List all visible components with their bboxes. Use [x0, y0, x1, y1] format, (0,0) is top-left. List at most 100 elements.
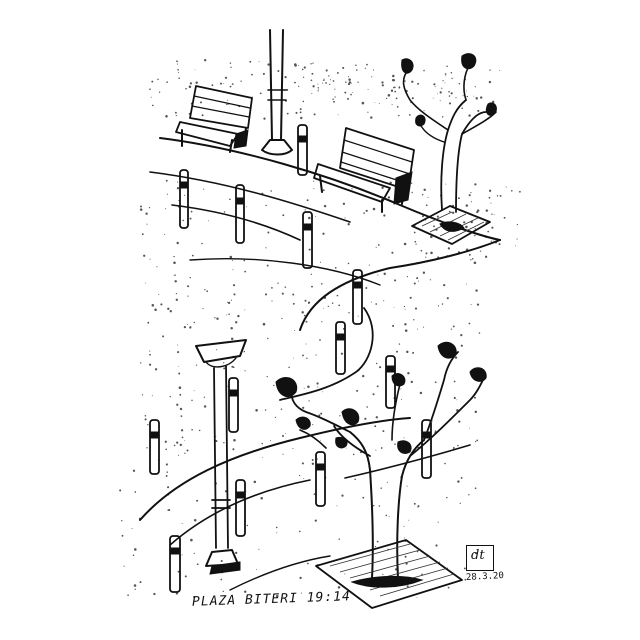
pavement-speck: [157, 78, 159, 81]
pavement-speck: [315, 354, 317, 356]
pavement-speck: [132, 554, 135, 556]
pavement-speck: [178, 372, 181, 375]
pavement-speck: [461, 107, 463, 109]
pavement-speck: [264, 293, 268, 296]
pavement-speck: [484, 255, 488, 258]
pavement-speck: [465, 283, 467, 285]
bench-top-center: [313, 127, 415, 213]
pavement-speck: [151, 104, 154, 107]
pavement-speck: [281, 317, 283, 320]
pavement-speck: [423, 110, 425, 112]
pavement-speck: [322, 79, 325, 81]
pavement-speck: [490, 202, 492, 204]
bollard: [352, 269, 363, 325]
pavement-speck: [308, 400, 310, 402]
pavement-speck: [435, 544, 438, 547]
pavement-speck: [404, 329, 408, 332]
pavement-speck: [478, 332, 481, 334]
pavement-speck: [230, 66, 232, 68]
pavement-speck: [286, 112, 289, 115]
pavement-speck: [448, 90, 450, 93]
pavement-speck: [144, 418, 147, 421]
pavement-speck: [160, 303, 163, 306]
pavement-speck: [165, 475, 168, 477]
pavement-speck: [260, 496, 263, 500]
pavement-speck: [223, 367, 226, 370]
pavement-speck: [446, 297, 449, 300]
pavement-speck: [244, 309, 246, 311]
pavement-speck: [344, 573, 346, 575]
bollard: [335, 321, 346, 375]
pavement-speck: [434, 430, 437, 432]
pavement-speck: [375, 416, 378, 419]
pavement-speck: [474, 183, 477, 186]
pavement-speck: [439, 100, 441, 102]
pavement-speck: [158, 91, 161, 93]
pavement-speck: [345, 81, 347, 83]
pavement-speck: [265, 204, 267, 207]
pavement-speck: [127, 594, 129, 596]
pavement-speck: [322, 82, 323, 84]
pavement-speck: [299, 576, 302, 580]
pavement-speck: [206, 290, 209, 293]
pavement-speck: [193, 390, 195, 392]
pavement-speck: [416, 597, 418, 598]
pavement-speck: [223, 211, 226, 213]
pavement-speck: [351, 188, 353, 190]
pavement-speck: [176, 241, 179, 245]
pavement-speck: [437, 305, 440, 307]
pavement-speck: [262, 322, 266, 326]
pavement-speck: [292, 293, 295, 296]
pavement-speck: [191, 254, 194, 257]
pavement-speck: [350, 93, 352, 96]
pavement-speck: [245, 206, 247, 208]
pavement-speck: [181, 554, 183, 556]
pavement-speck: [415, 243, 417, 245]
pavement-speck: [164, 440, 167, 443]
pavement-speck: [448, 102, 452, 105]
pavement-speck: [226, 103, 228, 106]
pavement-speck: [282, 214, 285, 217]
pavement-speck: [231, 365, 234, 368]
pavement-speck: [396, 106, 399, 108]
pavement-speck: [403, 242, 407, 246]
pavement-speck: [334, 267, 337, 269]
pavement-speck: [316, 382, 319, 385]
pavement-speck: [468, 494, 470, 496]
pavement-speck: [425, 256, 427, 258]
pavement-speck: [404, 80, 406, 82]
pavement-speck: [315, 215, 317, 217]
pavement-speck: [259, 92, 262, 95]
pavement-speck: [336, 505, 338, 507]
pavement-speck: [306, 357, 308, 360]
pavement-speck: [400, 388, 402, 390]
pavement-speck: [303, 387, 305, 389]
pavement-speck: [448, 210, 451, 213]
pavement-speck: [235, 551, 238, 555]
pavement-speck: [313, 113, 316, 116]
pavement-speck: [173, 274, 175, 276]
pavement-speck: [141, 394, 144, 396]
pavement-speck: [411, 97, 414, 100]
pavement-speck: [275, 526, 278, 529]
pavement-speck: [380, 447, 383, 449]
pavement-speck: [441, 87, 443, 89]
pavement-speck: [267, 63, 270, 66]
sketch-date: 28.3.20: [465, 571, 505, 583]
pavement-speck: [493, 213, 495, 215]
pavement-speck: [232, 269, 234, 271]
pavement-speck: [319, 261, 322, 263]
pavement-speck: [165, 463, 168, 466]
pavement-speck: [298, 64, 300, 66]
pavement-speck: [177, 344, 179, 346]
pavement-speck: [265, 247, 267, 249]
pavement-speck: [445, 75, 447, 77]
pavement-speck: [176, 60, 178, 63]
pavement-speck: [294, 330, 296, 331]
pavement-speck: [391, 79, 395, 82]
pavement-speck: [175, 592, 179, 595]
pavement-speck: [366, 63, 368, 66]
pavement-speck: [403, 525, 405, 528]
pavement-speck: [311, 93, 313, 95]
pavement-speck: [348, 78, 351, 81]
